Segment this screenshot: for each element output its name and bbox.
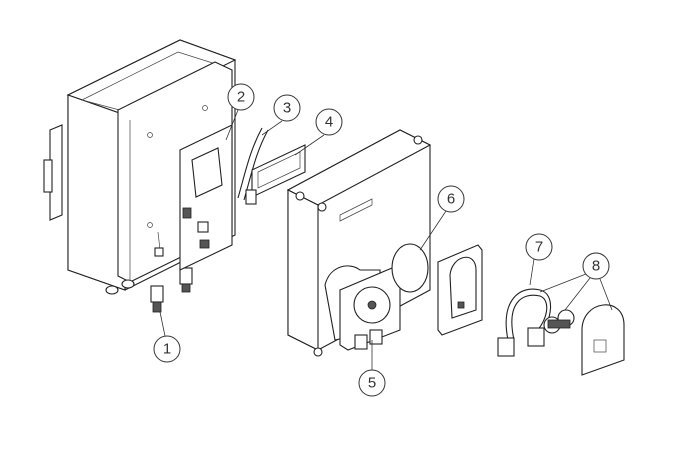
callout-5: 5	[358, 369, 386, 397]
svg-text:5: 5	[368, 375, 376, 392]
svg-text:1: 1	[163, 341, 171, 358]
callout-2: 2	[227, 83, 255, 111]
pump-motor	[324, 265, 401, 351]
svg-text:2: 2	[237, 89, 245, 106]
svg-text:7: 7	[535, 239, 543, 256]
circuit-board	[154, 124, 233, 271]
svg-text:8: 8	[592, 258, 600, 275]
pump-tube	[497, 288, 552, 357]
svg-text:6: 6	[447, 191, 455, 208]
pump-head-housing	[391, 243, 483, 336]
leader-lines	[159, 109, 613, 370]
callout-4: 4	[315, 108, 343, 136]
callout-1: 1	[153, 335, 181, 363]
svg-text:4: 4	[325, 114, 333, 131]
callout-8: 8	[582, 252, 610, 280]
callout-7: 7	[525, 233, 553, 261]
callout-3: 3	[273, 94, 301, 122]
display-module	[245, 144, 306, 205]
cable-glands	[150, 267, 193, 313]
callout-6: 6	[437, 185, 465, 213]
svg-text:3: 3	[283, 100, 291, 117]
roller-and-cover	[543, 304, 625, 376]
